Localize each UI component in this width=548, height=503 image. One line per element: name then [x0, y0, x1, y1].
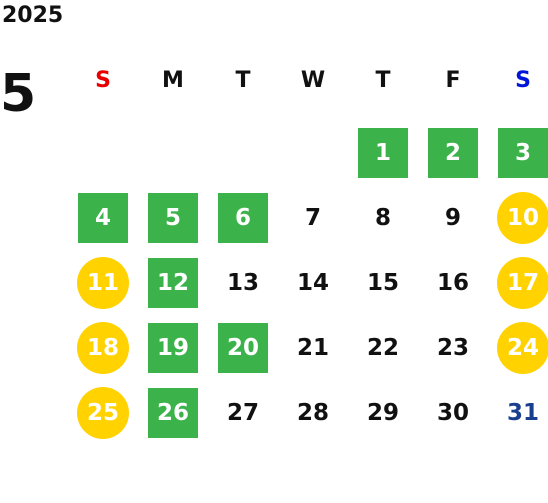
weekday-thursday: T	[375, 68, 391, 93]
day-number: 5	[148, 192, 198, 243]
day-number: 24	[497, 321, 548, 374]
day-number: 17	[497, 256, 548, 309]
calendar-day-cell[interactable]: 24	[488, 315, 548, 380]
calendar-day-cell[interactable]: 3	[488, 120, 548, 185]
day-number: 21	[296, 334, 329, 361]
calendar-day-cell[interactable]: 9	[418, 185, 488, 250]
day-number: 12	[148, 257, 198, 308]
day-number: 31	[506, 399, 539, 426]
day-number: 8	[374, 204, 391, 231]
calendar-day-cell[interactable]: 22	[348, 315, 418, 380]
calendar-day-cell[interactable]: 2	[418, 120, 488, 185]
calendar-day-cell[interactable]: 25	[68, 380, 138, 445]
calendar-day-cell[interactable]: 20	[208, 315, 278, 380]
calendar-day-cell[interactable]: 30	[418, 380, 488, 445]
day-number: 16	[436, 269, 469, 296]
calendar-day-cell[interactable]: 23	[418, 315, 488, 380]
calendar-day-cell[interactable]: 27	[208, 380, 278, 445]
calendar-day-cell[interactable]: 13	[208, 250, 278, 315]
calendar-day-cell[interactable]: 10	[488, 185, 548, 250]
calendar-day-cell[interactable]: 4	[68, 185, 138, 250]
weekday-tuesday: T	[235, 68, 251, 93]
day-number: 23	[436, 334, 469, 361]
day-number: 11	[77, 256, 129, 309]
day-number: 18	[77, 321, 129, 374]
day-number: 20	[218, 322, 268, 373]
day-number: 26	[148, 387, 198, 438]
weekday-monday: M	[162, 68, 184, 93]
day-number: 2	[428, 127, 478, 178]
calendar-day-cell[interactable]: 29	[348, 380, 418, 445]
calendar-day-cell[interactable]: 26	[138, 380, 208, 445]
calendar-day-cell[interactable]: 28	[278, 380, 348, 445]
weekday-saturday: S	[515, 68, 531, 93]
calendar-day-cell[interactable]: 1	[348, 120, 418, 185]
calendar-day-cell[interactable]: 6	[208, 185, 278, 250]
day-number: 6	[218, 192, 268, 243]
day-number: 14	[296, 269, 329, 296]
day-number: 7	[304, 204, 321, 231]
day-number: 22	[366, 334, 399, 361]
day-number: 10	[497, 191, 548, 244]
year-label: 2025	[2, 3, 64, 28]
day-number: 9	[444, 204, 461, 231]
calendar-day-cell[interactable]: 8	[348, 185, 418, 250]
day-number: 27	[226, 399, 259, 426]
day-number: 28	[296, 399, 329, 426]
month-number: 5	[0, 64, 37, 124]
calendar-day-cell[interactable]: 17	[488, 250, 548, 315]
day-number: 13	[226, 269, 259, 296]
day-number: 25	[77, 386, 129, 439]
day-number: 19	[148, 322, 198, 373]
day-number: 3	[498, 127, 548, 178]
calendar-day-cell[interactable]: 12	[138, 250, 208, 315]
day-number: 15	[366, 269, 399, 296]
calendar-day-cell[interactable]: 7	[278, 185, 348, 250]
day-number: 30	[436, 399, 469, 426]
weekday-sunday: S	[95, 68, 111, 93]
calendar-day-cell[interactable]: 31	[488, 380, 548, 445]
calendar-day-cell[interactable]: 19	[138, 315, 208, 380]
weekday-wednesday: W	[300, 68, 326, 93]
day-number: 29	[366, 399, 399, 426]
weekday-friday: F	[445, 68, 461, 93]
calendar-day-cell[interactable]: 11	[68, 250, 138, 315]
calendar-day-cell[interactable]: 15	[348, 250, 418, 315]
calendar-day-cell[interactable]: 5	[138, 185, 208, 250]
day-number: 4	[78, 192, 128, 243]
day-number: 1	[358, 127, 408, 178]
weekday-header: S M T W T F S	[68, 64, 548, 98]
calendar-day-cell[interactable]: 16	[418, 250, 488, 315]
calendar-day-cell[interactable]: 14	[278, 250, 348, 315]
calendar-day-cell[interactable]: 18	[68, 315, 138, 380]
calendar-day-cell[interactable]: 21	[278, 315, 348, 380]
